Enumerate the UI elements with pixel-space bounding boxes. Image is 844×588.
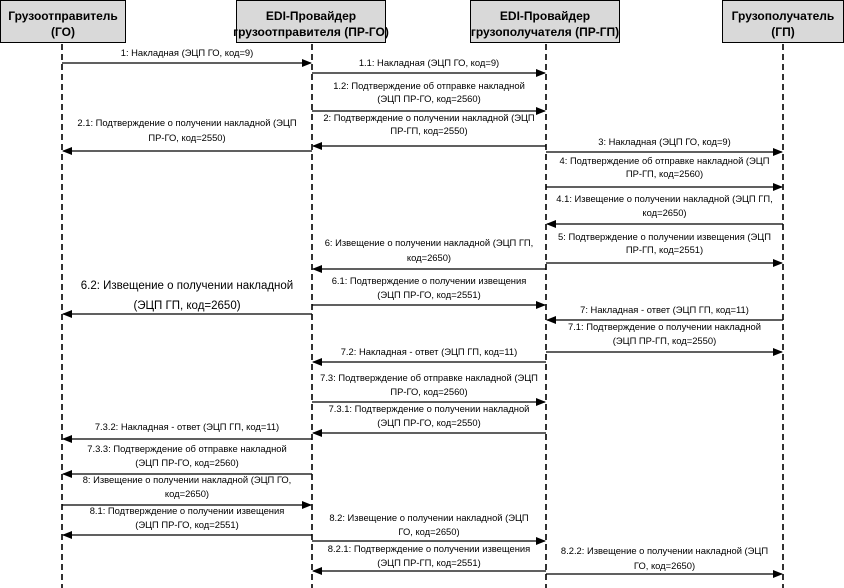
message-label-m8_2_1-line2: (ЭЦП ПР-ГП, код=2551) <box>377 557 480 568</box>
message-label-m7_1-line1: 7.1: Подтверждение о получении накладной <box>568 321 761 332</box>
message-label-m7_3_1-line1: 7.3.1: Подтверждение о получении накладн… <box>329 403 530 414</box>
message-label-m6_1-line2: (ЭЦП ПР-ГО, код=2551) <box>377 289 480 300</box>
actor-box-go <box>0 0 126 43</box>
message-label-m8_2_1-line1: 8.2.1: Подтверждение о получении извещен… <box>328 543 530 554</box>
message-label-m7_3-line2: ПР-ГО, код=2560) <box>390 386 467 397</box>
message-label-m1_2-line1: 1.2: Подтверждение об отправке накладной <box>333 80 525 91</box>
message-label-m8_1-line1: 8.1: Подтверждение о получении извещения <box>90 505 285 516</box>
message-label-m6_2-line2: (ЭЦП ГП, код=2650) <box>133 300 240 312</box>
actor-label-prgp-line2: грузополучателя (ПР-ГП) <box>471 25 619 39</box>
messages: 1: Накладная (ЭЦП ГО, код=9) 1.1: Накладн… <box>62 47 783 578</box>
message-label-m6-line1: 6: Извещение о получении накладной (ЭЦП … <box>325 237 534 248</box>
actor-box-gp <box>722 0 844 43</box>
actor-label-gp-line2: (ГП) <box>771 25 794 39</box>
actor-label-go-line1: Грузоотправитель <box>8 9 118 23</box>
message-label-m6_1-line1: 6.1: Подтверждение о получении извещения <box>332 275 527 286</box>
message-label-m2-line2: ПР-ГП, код=2550) <box>390 125 467 136</box>
message-label-m5-line2: ПР-ГП, код=2551) <box>626 244 703 255</box>
message-label-m2_1-line2: ПР-ГО, код=2550) <box>148 132 225 143</box>
message-label-m1_1-line1: 1.1: Накладная (ЭЦП ГО, код=9) <box>359 57 499 68</box>
message-label-m7_2-line1: 7.2: Накладная - ответ (ЭЦП ГП, код=11) <box>341 346 518 357</box>
message-label-m8_2_2-line1: 8.2.2: Извещение о получении накладной (… <box>561 545 768 556</box>
actor-label-gp-line1: Грузополучатель <box>732 9 835 23</box>
message-label-m8-line1: 8: Извещение о получении накладной (ЭЦП … <box>83 474 292 485</box>
message-label-m3-line1: 3: Накладная (ЭЦП ГО, код=9) <box>598 136 731 147</box>
message-label-m7_3_3-line2: (ЭЦП ПР-ГО, код=2560) <box>135 457 238 468</box>
actor-label-prgo-line2: грузоотправителя (ПР-ГО) <box>233 25 389 39</box>
message-label-m7_3_1-line2: (ЭЦП ПР-ГО, код=2550) <box>377 417 480 428</box>
message-label-m2_1-line1: 2.1: Подтверждение о получении накладной… <box>77 117 296 128</box>
message-label-m7_3-line1: 7.3: Подтверждение об отправке накладной… <box>320 372 538 383</box>
message-label-m8-line2: код=2650) <box>165 488 209 499</box>
actor-box-prgp <box>470 0 620 43</box>
message-label-m7_3_3-line1: 7.3.3: Подтверждение об отправке накладн… <box>87 443 286 454</box>
actor-label-prgo-line1: EDI-Провайдер <box>266 9 356 23</box>
message-label-m7_3_2-line1: 7.3.2: Накладная - ответ (ЭЦП ГП, код=11… <box>95 421 279 432</box>
message-label-m8_1-line2: (ЭЦП ПР-ГО, код=2551) <box>135 519 238 530</box>
message-label-m2-line1: 2: Подтверждение о получении накладной (… <box>323 112 534 123</box>
message-label-m8_2-line2: ГО, код=2650) <box>398 526 459 537</box>
message-label-m7_1-line2: (ЭЦП ПР-ГП, код=2550) <box>613 335 716 346</box>
message-label-m4_1-line2: код=2650) <box>642 207 686 218</box>
message-label-m4-line1: 4: Подтверждение об отправке накладной (… <box>560 155 770 166</box>
message-label-m5-line1: 5: Подтверждение о получении извещения (… <box>558 231 771 242</box>
message-label-m6_2-line1: 6.2: Извещение о получении накладной <box>81 280 293 292</box>
message-label-m8_2-line1: 8.2: Извещение о получении накладной (ЭЦ… <box>329 512 528 523</box>
message-label-m6-line2: код=2650) <box>407 252 451 263</box>
actor-label-go-line2: (ГО) <box>51 25 75 39</box>
message-label-m8_2_2-line2: ГО, код=2650) <box>634 560 695 571</box>
actors: Грузоотправитель (ГО) EDI-Провайдер грузоот… <box>0 0 844 43</box>
message-label-m4_1-line1: 4.1: Извещение о получении накладной (ЭЦ… <box>556 193 772 204</box>
actor-label-prgp-line1: EDI-Провайдер <box>500 9 590 23</box>
message-label-m1_2-line2: (ЭЦП ПР-ГО, код=2560) <box>377 93 480 104</box>
message-label-m4-line2: ПР-ГП, код=2560) <box>626 168 703 179</box>
message-label-m1-line1: 1: Накладная (ЭЦП ГО, код=9) <box>121 47 254 58</box>
message-label-m7-line1: 7: Накладная - ответ (ЭЦП ГП, код=11) <box>580 304 749 315</box>
actor-box-prgo <box>236 0 386 43</box>
